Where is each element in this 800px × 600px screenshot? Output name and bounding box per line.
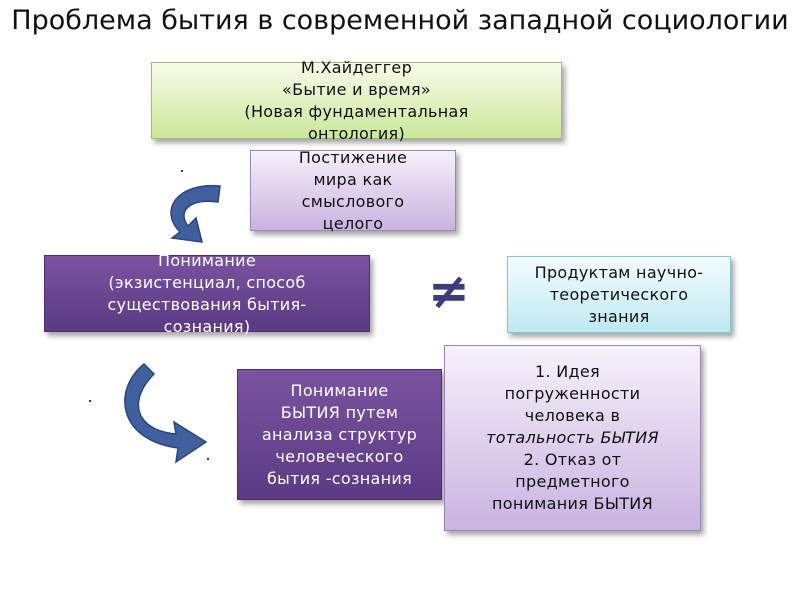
not-equal-icon: ≠ <box>428 262 470 320</box>
understanding-line: существования бытия- <box>107 294 307 314</box>
dot-marker <box>207 458 209 460</box>
ideas-line: тотальность БЫТИЯ <box>486 428 659 447</box>
understanding-line: (экзистенциал, способ <box>108 272 306 292</box>
heidegger-line: «Бытие и время» <box>282 79 431 99</box>
ideas-line: человека в <box>524 406 621 425</box>
comprehension-line: мира как <box>313 169 393 189</box>
heidegger-line: М.Хайдеггер <box>300 57 413 77</box>
ideas-line: 2. Отказ от <box>523 450 622 469</box>
ideas-line: погруженности <box>504 384 641 403</box>
products-line: Продуктам научно- <box>534 262 704 282</box>
products-box: Продуктам научно- теоретического знания <box>507 256 731 333</box>
understanding-box: Понимание (экзистенциал, способ существо… <box>44 251 370 336</box>
understanding-line: сознания) <box>163 316 251 336</box>
comprehension-line: целого <box>322 213 384 233</box>
heidegger-box: М.Хайдеггер «Бытие и время» (Новая фунда… <box>151 58 562 143</box>
heidegger-line: онтология) <box>307 123 406 143</box>
ideas-line: 1. Идея <box>535 362 600 381</box>
products-line: теоретического <box>549 284 689 304</box>
ideas-line: понимания БЫТИЯ <box>491 494 653 513</box>
comprehension-line: смыслового <box>301 191 405 211</box>
products-line: знания <box>588 306 650 326</box>
understanding-being-line: человеческого <box>275 446 404 466</box>
curved-arrow-icon <box>124 362 208 464</box>
dot-marker <box>181 170 183 172</box>
ideas-line: предметного <box>515 472 630 491</box>
understanding-line: Понимание <box>158 250 256 270</box>
understanding-being-box: Понимание БЫТИЯ путем анализа структур ч… <box>237 369 442 500</box>
understanding-being-line: анализа структур <box>261 424 418 444</box>
comprehension-box: Постижение мира как смыслового целого <box>250 147 456 233</box>
understanding-being-line: БЫТИЯ путем <box>280 402 399 422</box>
heidegger-line: (Новая фундаментальная <box>244 101 469 121</box>
comprehension-line: Постижение <box>298 147 408 167</box>
ideas-box: 1. Идея погруженности человека в тотальн… <box>444 345 701 531</box>
dot-marker <box>89 400 91 402</box>
slide-title: Проблема бытия в современной западной со… <box>11 5 789 36</box>
understanding-being-line: Понимание <box>290 380 389 400</box>
understanding-being-line: бытия -сознания <box>266 468 413 488</box>
curved-arrow-icon <box>170 184 221 243</box>
